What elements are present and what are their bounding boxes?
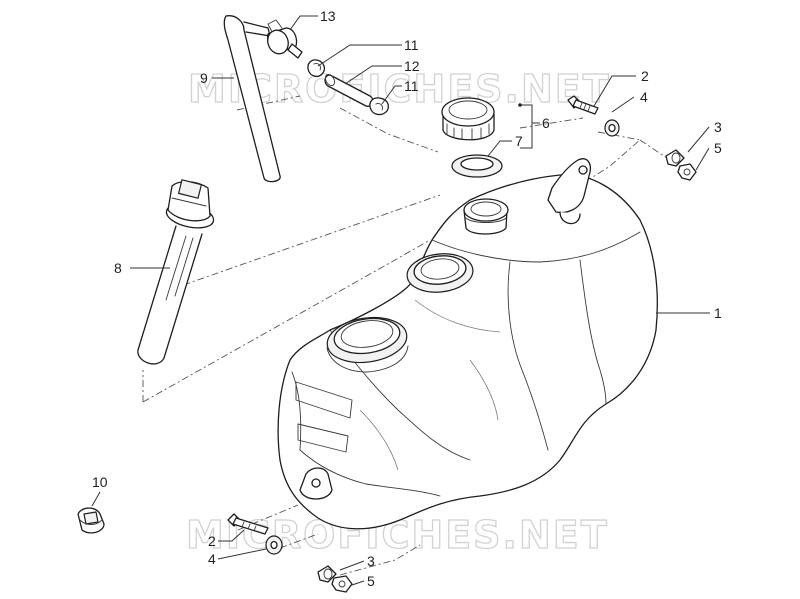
hose-clip-lower-part[interactable] [369, 97, 389, 116]
callout-2-top: 2 [641, 68, 649, 84]
check-valve-part[interactable] [264, 19, 303, 59]
callout-8: 8 [114, 260, 122, 276]
callout-5-bottom: 5 [367, 573, 375, 589]
callout-5-top: 5 [714, 140, 722, 156]
bolt-bottom-part[interactable] [227, 513, 269, 535]
nut-top-part[interactable] [677, 163, 697, 181]
callout-1: 1 [714, 305, 722, 321]
callout-13: 13 [320, 8, 336, 24]
fuel-cap-part[interactable] [441, 97, 495, 141]
callout-4-top: 4 [640, 89, 648, 105]
callout-6: 6 [542, 115, 550, 131]
hose-clamp-part[interactable] [77, 507, 105, 534]
callout-2-bottom: 2 [208, 533, 216, 549]
callout-9: 9 [200, 70, 208, 86]
callout-11-lower: 11 [404, 78, 419, 94]
callout-3-top: 3 [714, 119, 722, 135]
fuel-tank-part[interactable] [277, 158, 658, 530]
fuel-level-sender-part[interactable] [137, 179, 216, 365]
callout-3-bottom: 3 [367, 553, 375, 569]
bolt-top-part[interactable] [567, 95, 599, 115]
nut-bottom-part[interactable] [331, 575, 353, 593]
callout-leader-lines [91, 15, 710, 586]
hose-clip-upper-part[interactable] [307, 59, 326, 78]
breather-hose-part[interactable] [223, 15, 281, 183]
callout-11-upper: 11 [404, 37, 419, 53]
callout-12: 12 [404, 58, 420, 74]
washer-top-part[interactable] [604, 119, 620, 137]
cap-gasket-part[interactable] [451, 154, 503, 178]
washer-bottom-part[interactable] [265, 535, 283, 555]
callout-10: 10 [92, 474, 108, 490]
cap-leader-dot [518, 103, 522, 107]
spacer-bottom-part[interactable] [317, 565, 337, 583]
spacer-top-part[interactable] [665, 149, 685, 167]
callout-7: 7 [515, 133, 523, 149]
callout-labels: 13 11 12 11 9 2 4 6 7 3 5 8 1 10 2 4 3 5 [92, 8, 722, 589]
callout-4-bottom: 4 [208, 551, 216, 567]
